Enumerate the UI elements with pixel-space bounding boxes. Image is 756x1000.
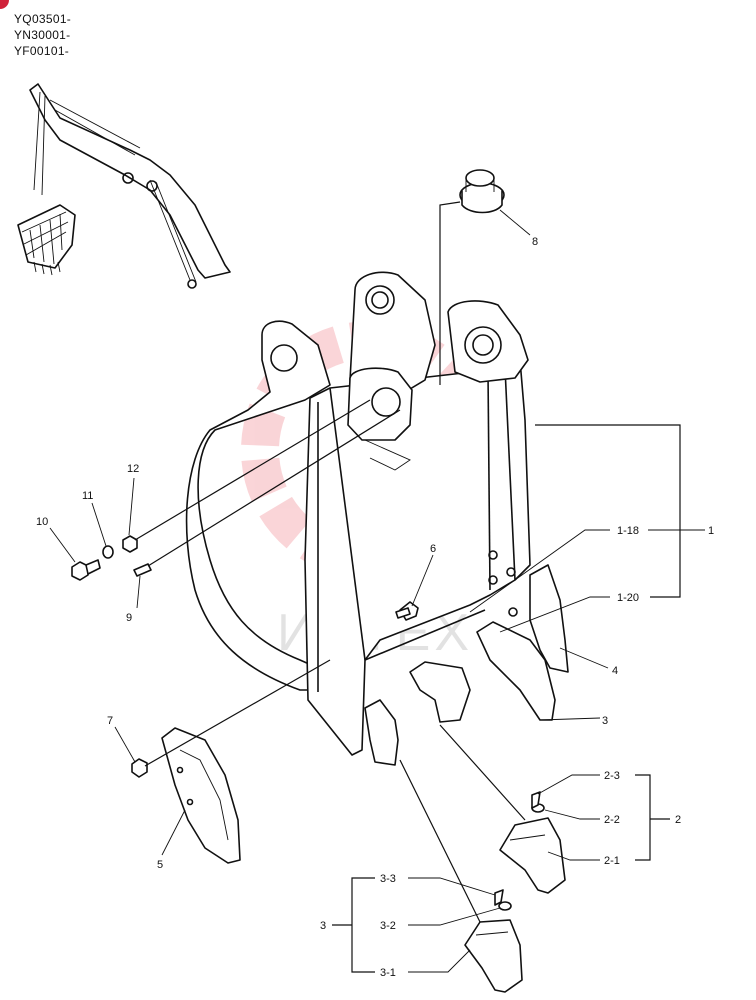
label-3-2: 3-2	[380, 920, 396, 932]
label-6: 6	[430, 543, 436, 555]
callout-labels: 1 1-18 1-20 2 2-1 2-2 2-3 3 3 3-1 3-2 3-…	[36, 236, 714, 979]
bushing-part-8	[459, 169, 505, 214]
right-side-cutter	[529, 564, 569, 673]
excavator-thumbnail	[17, 83, 231, 289]
label-9: 9	[126, 612, 132, 624]
label-3-1: 3-1	[380, 967, 396, 979]
label-1-20: 1-20	[617, 592, 639, 604]
tooth-part-2-1	[499, 817, 566, 894]
label-5: 5	[157, 859, 163, 871]
label-10: 10	[36, 516, 48, 528]
bucket-left-side-plate	[185, 320, 331, 691]
label-4: 4	[612, 665, 618, 677]
label-2: 2	[675, 814, 681, 826]
leader-lines	[49, 201, 705, 973]
label-1-18: 1-18	[617, 525, 639, 537]
lock-part-3-2	[498, 901, 512, 911]
corner-badge	[0, 0, 9, 9]
serial-2: YN30001-	[14, 28, 71, 42]
bucket-body	[304, 271, 531, 756]
label-11: 11	[82, 490, 93, 502]
left-side-cutter-part-5	[161, 727, 241, 864]
label-7: 7	[107, 715, 113, 727]
label-3-right: 3	[602, 715, 608, 727]
tooth-part-3-1	[464, 919, 523, 993]
label-2-1: 2-1	[604, 855, 620, 867]
pin-part-3-3	[494, 889, 504, 906]
label-8: 8	[532, 236, 538, 248]
label-12: 12	[127, 463, 139, 475]
pin-part-2-3	[531, 791, 541, 809]
serial-3: YF00101-	[14, 44, 70, 58]
label-3-3: 3-3	[380, 873, 396, 885]
hardware-left	[71, 535, 419, 778]
label-2-3: 2-3	[604, 770, 620, 782]
tooth-adapters	[364, 621, 556, 766]
label-2-2: 2-2	[604, 814, 620, 826]
label-1: 1	[708, 525, 714, 537]
label-3: 3	[320, 920, 326, 932]
serial-1: YQ03501-	[14, 12, 72, 26]
